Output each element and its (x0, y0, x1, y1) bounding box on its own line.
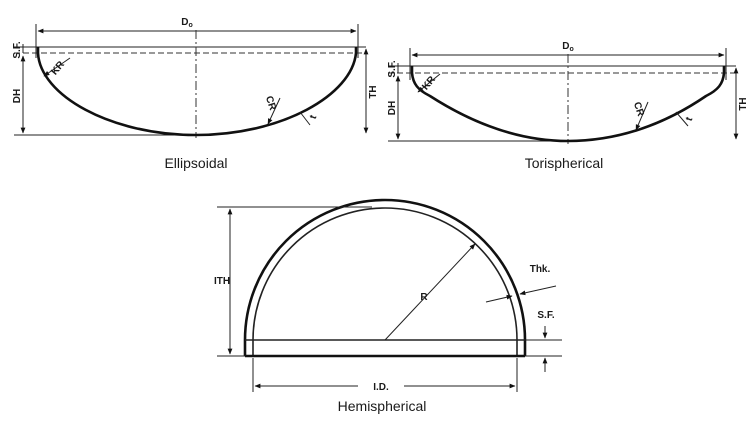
torispherical-t-label: t (684, 115, 696, 123)
torispherical-shell (410, 66, 726, 143)
torispherical-head: Do S.F. DH TH KR CR t Torispherical (387, 41, 749, 171)
hemispherical-radius-line (384, 243, 476, 341)
ellipsoidal-dh-label: DH (12, 89, 23, 103)
hemispherical-thk-leader-inner (485, 294, 513, 303)
torispherical-cr-label: CR (631, 101, 646, 119)
torispherical-th-label: TH (738, 97, 749, 110)
hemispherical-head: ITH R Thk. S.F. I.D. Hemispherical (214, 198, 562, 414)
hemispherical-sf-label: S.F. (537, 310, 554, 321)
hemispherical-outer-shell (243, 198, 527, 356)
torispherical-thickness-tick (675, 111, 689, 127)
ellipsoidal-head: Do S.F. DH TH KR CR t Ellipsoidal (12, 17, 379, 171)
torispherical-dh-label: DH (387, 101, 398, 115)
ellipsoidal-kr-leader (43, 57, 71, 77)
torispherical-kr-leader (417, 73, 441, 93)
hemispherical-id-label-bg (358, 378, 404, 392)
ellipsoidal-t-label: t (308, 113, 320, 121)
ellipsoidal-thickness-tick (299, 111, 311, 126)
torispherical-sf-label: S.F. (387, 60, 398, 77)
hemispherical-inner-shell (252, 207, 518, 356)
hemispherical-caption: Hemispherical (338, 398, 427, 414)
torispherical-od-label: Do (562, 41, 574, 53)
ellipsoidal-th-label: TH (368, 85, 379, 98)
ellipsoidal-caption: Ellipsoidal (164, 155, 227, 171)
torispherical-caption: Torispherical (525, 155, 604, 171)
torispherical-cr-leader (635, 101, 649, 131)
ellipsoidal-od-label: Do (181, 17, 193, 29)
hemispherical-ith-label: ITH (214, 276, 230, 287)
ellipsoidal-sf-label: S.F. (12, 41, 23, 58)
hemispherical-id-label: I.D. (373, 382, 389, 393)
ellipsoidal-shell (36, 47, 358, 137)
ellipsoidal-cr-leader (267, 97, 281, 125)
hemispherical-r-label: R (420, 292, 428, 303)
ellipsoidal-cr-label: CR (263, 95, 278, 113)
hemispherical-thk-leader (519, 285, 557, 296)
hemispherical-thk-label: Thk. (530, 264, 551, 275)
torispherical-kr-label: KR (420, 74, 438, 93)
